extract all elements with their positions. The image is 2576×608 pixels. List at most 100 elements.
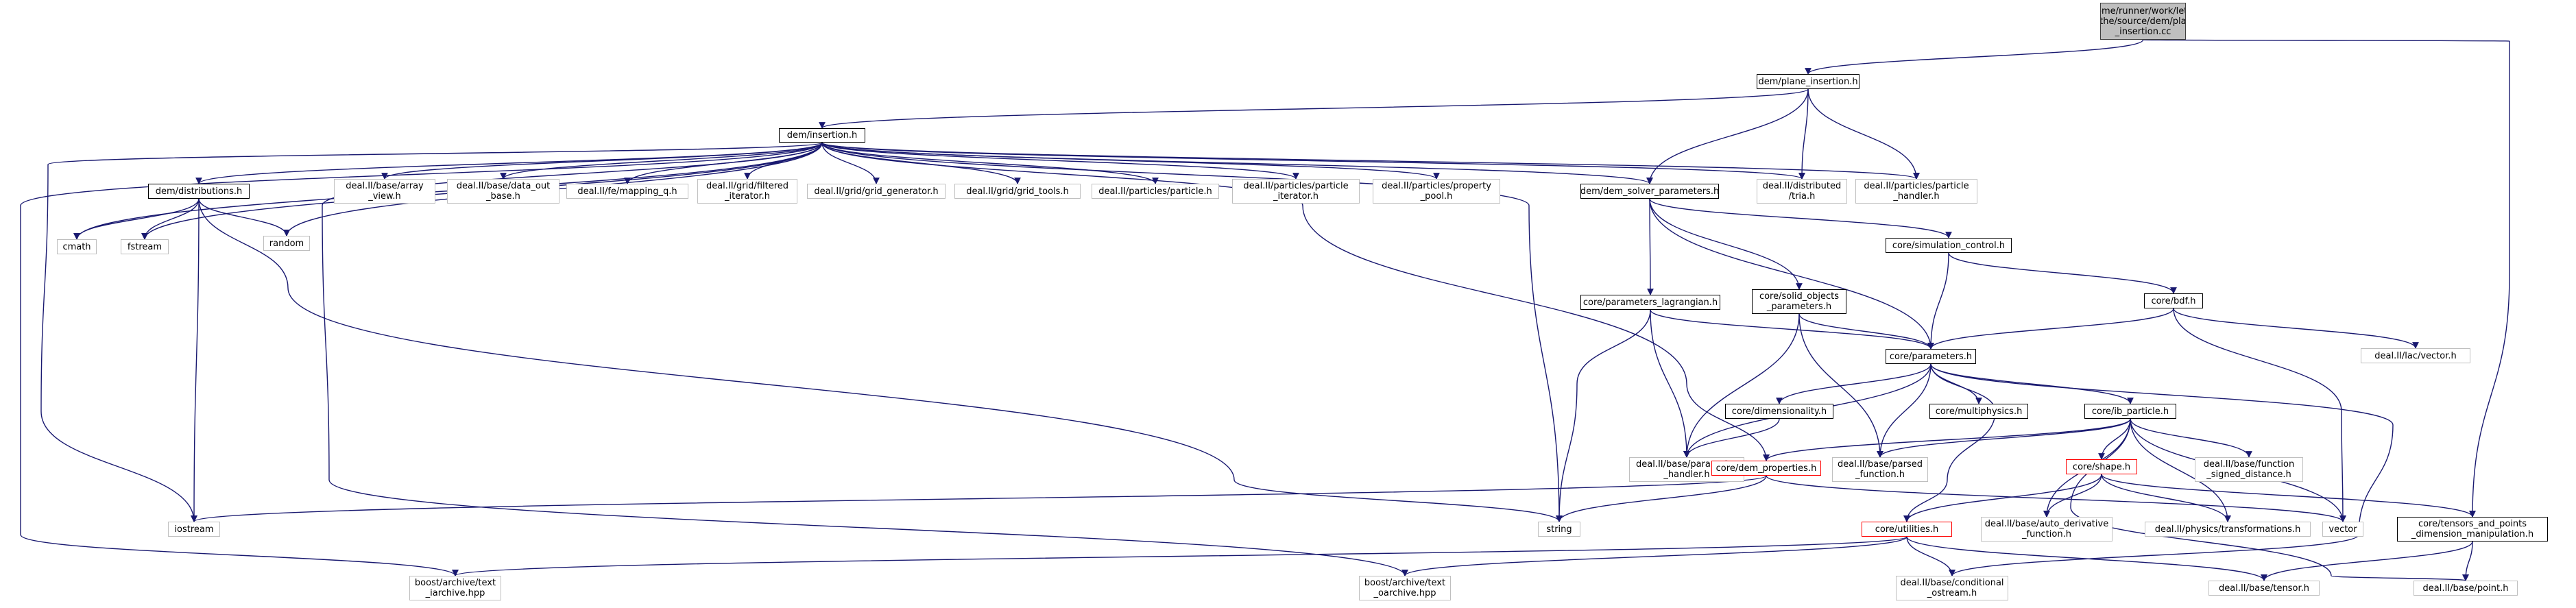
node-label: core/simulation_control.h (1892, 240, 2006, 251)
node-particle-h[interactable]: deal.II/particles/particle.h (1092, 184, 1219, 199)
node-label: deal.II/grid/filtered _iterator.h (706, 181, 789, 202)
edge-ib-particle-to-function-signed-distance (2130, 418, 2252, 458)
node-random[interactable]: random (263, 236, 310, 251)
node-function-signed-distance[interactable]: deal.II/base/function _signed_distance.h (2195, 457, 2303, 482)
node-label: core/parameters_lagrangian.h (1582, 297, 1718, 308)
node-ib-particle[interactable]: core/ib_particle.h (2084, 404, 2176, 419)
edge-distributions-h-to-random (198, 198, 290, 236)
node-property-pool[interactable]: deal.II/particles/property _pool.h (1373, 179, 1500, 204)
edge-dem-solver-parameters-to-solid-objects-parameters (1649, 198, 1803, 290)
node-label: cmath (62, 241, 91, 252)
edge-insertion-h-to-filtered-iterator (744, 142, 823, 180)
node-text-iarchive[interactable]: boost/archive/text _iarchive.hpp (409, 576, 501, 600)
node-data-out-base[interactable]: deal.II/base/data_out _base.h (447, 179, 559, 204)
node-label: deal.II/base/tensor.h (2219, 583, 2309, 594)
node-fstream[interactable]: fstream (121, 239, 169, 254)
node-lac-vector[interactable]: deal.II/lac/vector.h (2361, 348, 2470, 363)
node-bdf[interactable]: core/bdf.h (2144, 293, 2203, 308)
node-simulation-control[interactable]: core/simulation_control.h (1886, 238, 2012, 253)
edge-distributions-h-to-fstream (141, 198, 200, 240)
node-string[interactable]: string (1538, 522, 1580, 537)
node-tensors-and-points[interactable]: core/tensors_and_points _dimension_manip… (2397, 517, 2548, 542)
node-grid-generator[interactable]: deal.II/grid/grid_generator.h (807, 184, 946, 199)
node-text-oarchive[interactable]: boost/archive/text _oarchive.hpp (1359, 576, 1451, 600)
node-filtered-iterator[interactable]: deal.II/grid/filtered _iterator.h (697, 179, 797, 204)
node-dem-properties[interactable]: core/dem_properties.h (1711, 461, 1821, 476)
node-label: deal.II/physics/transformations.h (2154, 524, 2301, 535)
edge-parameters-h-to-conditional-ostream (1930, 363, 2394, 576)
node-shape-h[interactable]: core/shape.h (2066, 459, 2137, 474)
node-label: vector (2328, 524, 2357, 535)
node-utilities[interactable]: core/utilities.h (1862, 522, 1952, 537)
node-dem-solver-parameters[interactable]: dem/dem_solver_parameters.h (1580, 184, 1719, 199)
node-label: dem/distributions.h (155, 186, 243, 197)
node-label: boost/archive/text _oarchive.hpp (1364, 578, 1446, 598)
edge-parameters-lagrangian-to-string (1556, 309, 1651, 522)
node-label: core/multiphysics.h (1935, 406, 2023, 417)
edge-solid-objects-parameters-to-parameters-h (1798, 313, 1934, 350)
node-label: deal.II/distributed /tria.h (1762, 181, 1842, 202)
edge-bdf-to-parameters-h (1927, 308, 2174, 350)
edge-distributions-h-to-string (198, 198, 1563, 522)
edge-shape-h-to-utilities (1903, 474, 2102, 522)
edge-dimensionality-to-parameter-handler (1683, 418, 1780, 458)
node-label: core/parameters.h (1889, 351, 1973, 362)
edge-plane-insertion-cc-to-plane-insertion-h (1805, 39, 2144, 75)
edge-ib-particle-to-parsed-function (1877, 418, 2131, 458)
node-label: deal.II/fe/mapping_q.h (577, 186, 677, 197)
edge-distributions-h-to-cmath (73, 198, 200, 240)
node-particle-handler[interactable]: deal.II/particles/particle _handler.h (1855, 179, 1977, 204)
node-multiphysics[interactable]: core/multiphysics.h (1929, 404, 2028, 419)
node-label: deal.II/base/data_out _base.h (456, 181, 551, 202)
node-label: dem/dem_solver_parameters.h (1580, 186, 1719, 197)
node-plane-insertion-h[interactable]: dem/plane_insertion.h (1757, 74, 1859, 89)
node-distributed-tria[interactable]: deal.II/distributed /tria.h (1757, 179, 1847, 204)
node-label: boost/archive/text _iarchive.hpp (414, 578, 496, 598)
node-label: core/dem_properties.h (1716, 463, 1817, 474)
edge-simulation-control-to-parameters-h (1927, 252, 1949, 350)
edge-solid-objects-parameters-to-parameter-handler (1683, 313, 1800, 458)
node-iostream[interactable]: iostream (168, 522, 220, 537)
node-dimensionality[interactable]: core/dimensionality.h (1725, 404, 1833, 419)
edge-insertion-h-to-dem-solver-parameters (821, 142, 1653, 184)
edge-insertion-h-to-iostream (40, 142, 823, 522)
dependency-edges (20, 39, 2510, 581)
edge-bdf-to-vector (2173, 308, 2346, 522)
edge-ib-particle-to-transformations (2130, 418, 2231, 522)
node-parameters-lagrangian[interactable]: core/parameters_lagrangian.h (1580, 295, 1720, 310)
node-label: deal.II/particles/particle.h (1098, 186, 1212, 197)
node-label: deal.II/particles/particle _handler.h (1864, 181, 1969, 202)
node-cmath[interactable]: cmath (57, 239, 97, 254)
node-solid-objects-parameters[interactable]: core/solid_objects _parameters.h (1752, 289, 1846, 314)
node-array-view[interactable]: deal.II/base/array _view.h (334, 179, 435, 204)
node-grid-tools[interactable]: deal.II/grid/grid_tools.h (954, 184, 1081, 199)
edge-utilities-to-conditional-ostream (1906, 536, 1955, 576)
node-particle-iterator[interactable]: deal.II/particles/particle _iterator.h (1232, 179, 1360, 204)
node-transformations[interactable]: deal.II/physics/transformations.h (2145, 522, 2311, 537)
node-conditional-ostream[interactable]: deal.II/base/conditional _ostream.h (1896, 576, 2008, 600)
node-label: string (1546, 524, 1572, 535)
edge-insertion-h-to-particle-iterator (821, 142, 1299, 180)
node-parsed-function[interactable]: deal.II/base/parsed _function.h (1832, 457, 1928, 482)
node-insertion-h[interactable]: dem/insertion.h (779, 128, 865, 143)
edge-parameters-lagrangian-to-parameter-handler (1650, 309, 1690, 458)
edge-dem-properties-to-vector (1766, 475, 2346, 522)
edge-dem-solver-parameters-to-simulation-control (1649, 198, 1952, 239)
node-mapping-q[interactable]: deal.II/fe/mapping_q.h (566, 184, 688, 199)
node-auto-derivative[interactable]: deal.II/base/auto_derivative _function.h (1981, 517, 2112, 542)
edge-parameters-h-to-parsed-function (1877, 363, 1931, 458)
node-distributions-h[interactable]: dem/distributions.h (148, 184, 250, 199)
edge-insertion-h-to-text-iarchive (20, 142, 823, 576)
node-vector[interactable]: vector (2322, 522, 2363, 537)
node-parameters-h[interactable]: core/parameters.h (1886, 349, 1976, 364)
node-label: deal.II/grid/grid_generator.h (814, 186, 939, 197)
node-point-h[interactable]: deal.II/base/point.h (2414, 581, 2518, 596)
node-label: deal.II/base/array _view.h (346, 181, 424, 202)
edge-parameters-h-to-dimensionality (1776, 363, 1931, 404)
edge-tensors-and-points-to-point-h (2462, 541, 2473, 581)
node-label: deal.II/grid/grid_tools.h (966, 186, 1069, 197)
node-tensor-h[interactable]: deal.II/base/tensor.h (2208, 581, 2320, 596)
node-label: core/solid_objects _parameters.h (1759, 291, 1840, 312)
